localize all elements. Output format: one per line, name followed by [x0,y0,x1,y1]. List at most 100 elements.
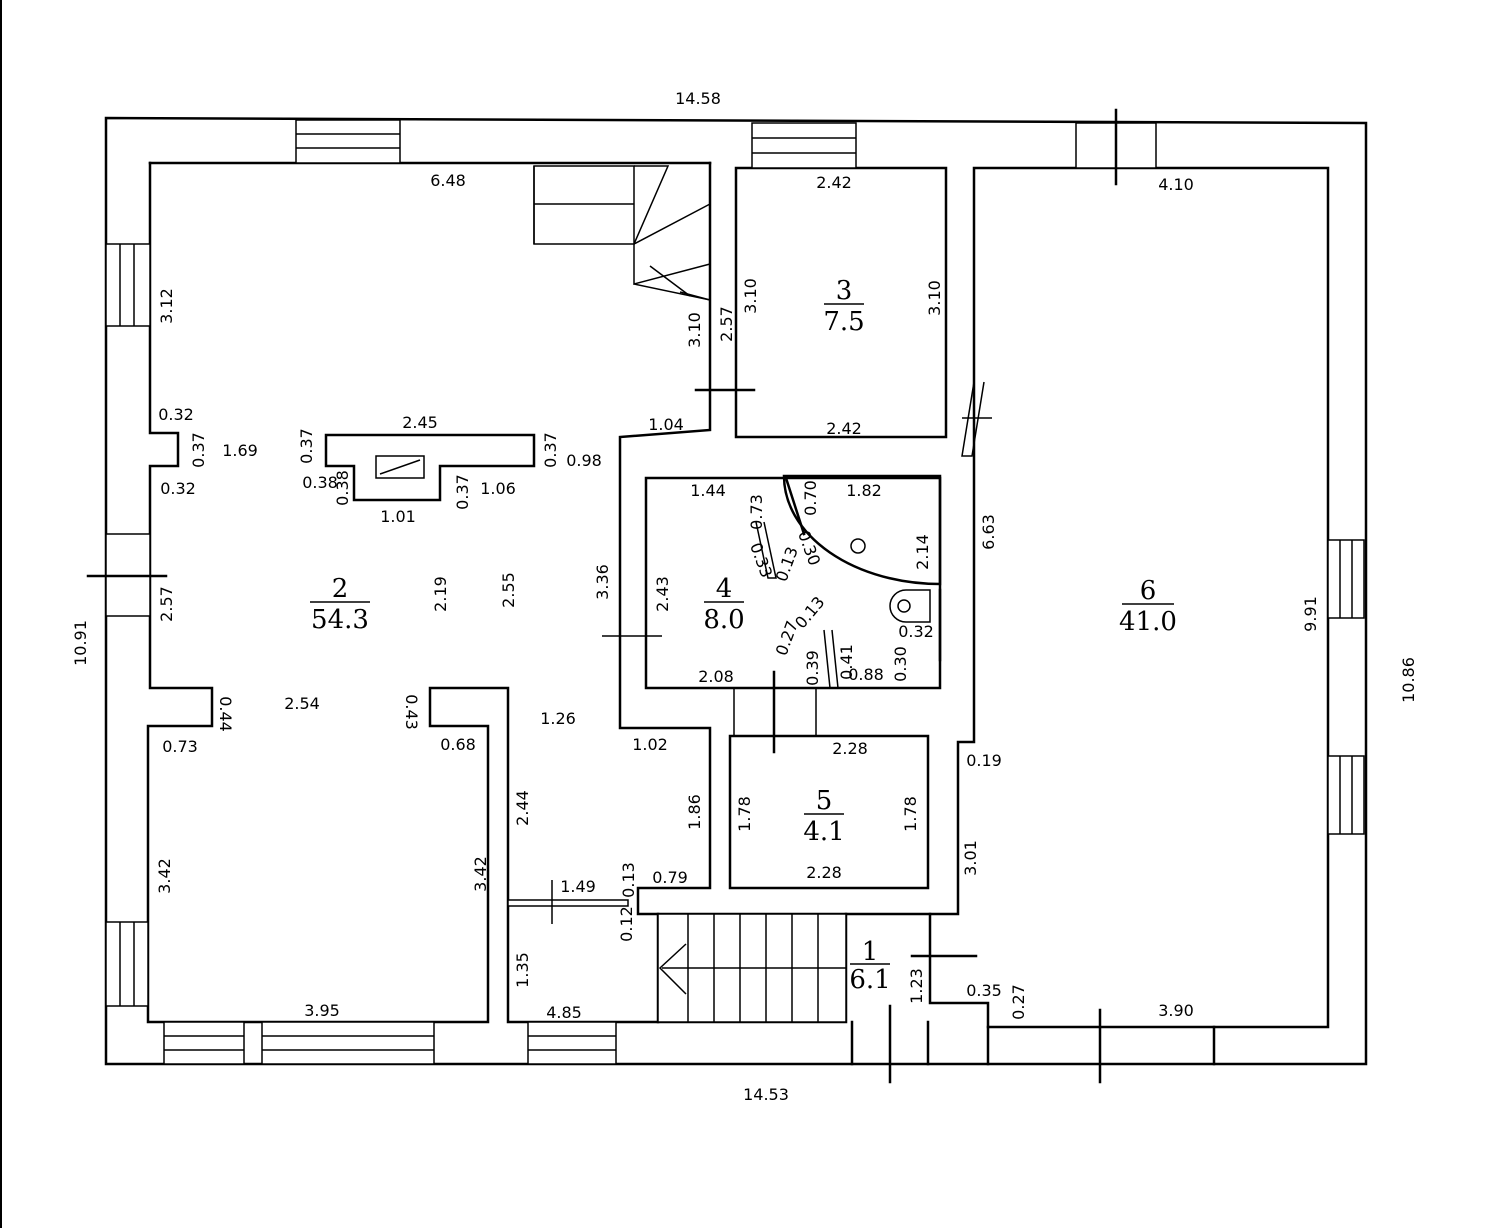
stair-arrow [658,943,687,995]
svg-text:6.1: 6.1 [849,965,890,995]
svg-text:1.69: 1.69 [222,441,258,460]
svg-text:0.79: 0.79 [652,868,688,887]
svg-text:6: 6 [1140,576,1157,606]
svg-text:0.37: 0.37 [453,474,472,510]
svg-text:1.04: 1.04 [648,415,684,434]
svg-text:1.78: 1.78 [735,796,754,832]
svg-text:3.90: 3.90 [1158,1001,1194,1020]
svg-text:0.70: 0.70 [801,480,820,516]
svg-text:3.10: 3.10 [685,312,704,348]
svg-text:3.10: 3.10 [925,280,944,316]
svg-text:0.32: 0.32 [898,622,934,641]
svg-text:1.86: 1.86 [685,794,704,830]
svg-text:2.57: 2.57 [717,306,736,342]
fireplace [324,433,536,502]
stair-upper [533,165,711,301]
svg-text:1: 1 [862,937,879,967]
room-label-6: 6 41.0 [1119,576,1177,637]
svg-text:1.78: 1.78 [901,796,920,832]
windows [105,119,1365,1065]
svg-text:1.06: 1.06 [480,479,516,498]
room-label-4: 4 8.0 [703,574,744,635]
dim-right-total: 10.86 [1399,657,1418,703]
window-top-2 [751,122,857,169]
svg-text:0.73: 0.73 [747,494,766,530]
svg-text:6.63: 6.63 [979,514,998,550]
fireplace-outline [324,433,536,502]
svg-text:2.42: 2.42 [816,173,852,192]
svg-text:4.10: 4.10 [1158,175,1194,194]
window-right-2 [1327,755,1365,835]
window-left-3 [105,921,149,1007]
svg-text:0.27: 0.27 [1009,984,1028,1020]
svg-text:2.45: 2.45 [402,413,438,432]
svg-text:0.13: 0.13 [619,862,638,898]
svg-text:0.30: 0.30 [794,528,824,568]
svg-text:2.54: 2.54 [284,694,320,713]
svg-text:3.42: 3.42 [155,858,174,894]
left-border-line [0,0,2,1228]
sliding-door [507,899,629,907]
svg-text:2.55: 2.55 [499,572,518,608]
svg-text:3.12: 3.12 [157,288,176,324]
svg-text:41.0: 41.0 [1119,607,1177,637]
svg-text:2.44: 2.44 [513,790,532,826]
outer-wall-line [104,116,1368,1066]
room3-wall [734,166,948,439]
svg-text:0.27: 0.27 [772,618,802,658]
svg-text:1.02: 1.02 [632,735,668,754]
svg-text:0.30: 0.30 [891,646,910,682]
room-label-3: 3 7.5 [823,276,864,337]
svg-text:0.33: 0.33 [746,540,776,580]
svg-text:0.19: 0.19 [966,751,1002,770]
svg-text:0.12: 0.12 [617,906,636,942]
svg-text:2.57: 2.57 [157,586,176,622]
partition-a [755,521,777,579]
svg-text:0.39: 0.39 [803,650,822,686]
window-left-1 [105,243,151,327]
room-label-5: 5 4.1 [803,786,844,847]
window-bottom-1 [163,1021,245,1065]
svg-text:3.01: 3.01 [961,840,980,876]
svg-text:0.37: 0.37 [189,432,208,468]
svg-text:0.13: 0.13 [772,544,802,584]
svg-text:2.14: 2.14 [913,534,932,570]
doors [86,108,1216,1084]
room6-wall [928,166,1330,1029]
room-label-1: 1 6.1 [849,937,890,995]
dimension-labels: 14.58 14.53 6.48 0.32 0.32 1.69 2.45 0.9… [158,89,1194,1104]
svg-text:0.88: 0.88 [848,665,884,684]
svg-text:2.42: 2.42 [826,419,862,438]
svg-text:3.36: 3.36 [593,564,612,600]
stair-flight-a [533,165,635,245]
svg-text:4.85: 4.85 [546,1003,582,1022]
corridor-wall [618,161,932,916]
door-leaf-room6 [961,381,985,457]
svg-text:1.01: 1.01 [380,507,416,526]
room4-wall [644,476,942,690]
svg-text:1.44: 1.44 [690,481,726,500]
drain-icon [850,538,866,554]
room-labels: 1 6.1 2 54.3 3 7.5 4 8.0 5 4.1 6 41.0 [310,276,1177,995]
svg-text:2.28: 2.28 [806,863,842,882]
svg-text:2.28: 2.28 [832,739,868,758]
room-label-2: 2 54.3 [310,574,370,635]
room5-wall [728,734,930,890]
svg-text:0.37: 0.37 [541,432,560,468]
svg-text:0.38: 0.38 [302,473,338,492]
dimension-labels-vertical: 10.91 10.86 3.12 0.37 2.57 0.37 0.37 0.3… [71,278,1418,1020]
bathroom-fixtures [755,474,942,689]
window-right-1 [1327,539,1365,619]
svg-text:3.95: 3.95 [304,1001,340,1020]
svg-text:7.5: 7.5 [823,307,864,337]
shower-corner [782,474,942,586]
svg-text:2.19: 2.19 [431,576,450,612]
svg-text:0.35: 0.35 [966,981,1002,1000]
svg-text:9.91: 9.91 [1301,596,1320,632]
svg-text:4.1: 4.1 [803,817,844,847]
dim-left-total: 10.91 [71,620,90,666]
svg-text:0.32: 0.32 [160,479,196,498]
stair-lower [657,913,847,1023]
svg-text:0.32: 0.32 [158,405,194,424]
